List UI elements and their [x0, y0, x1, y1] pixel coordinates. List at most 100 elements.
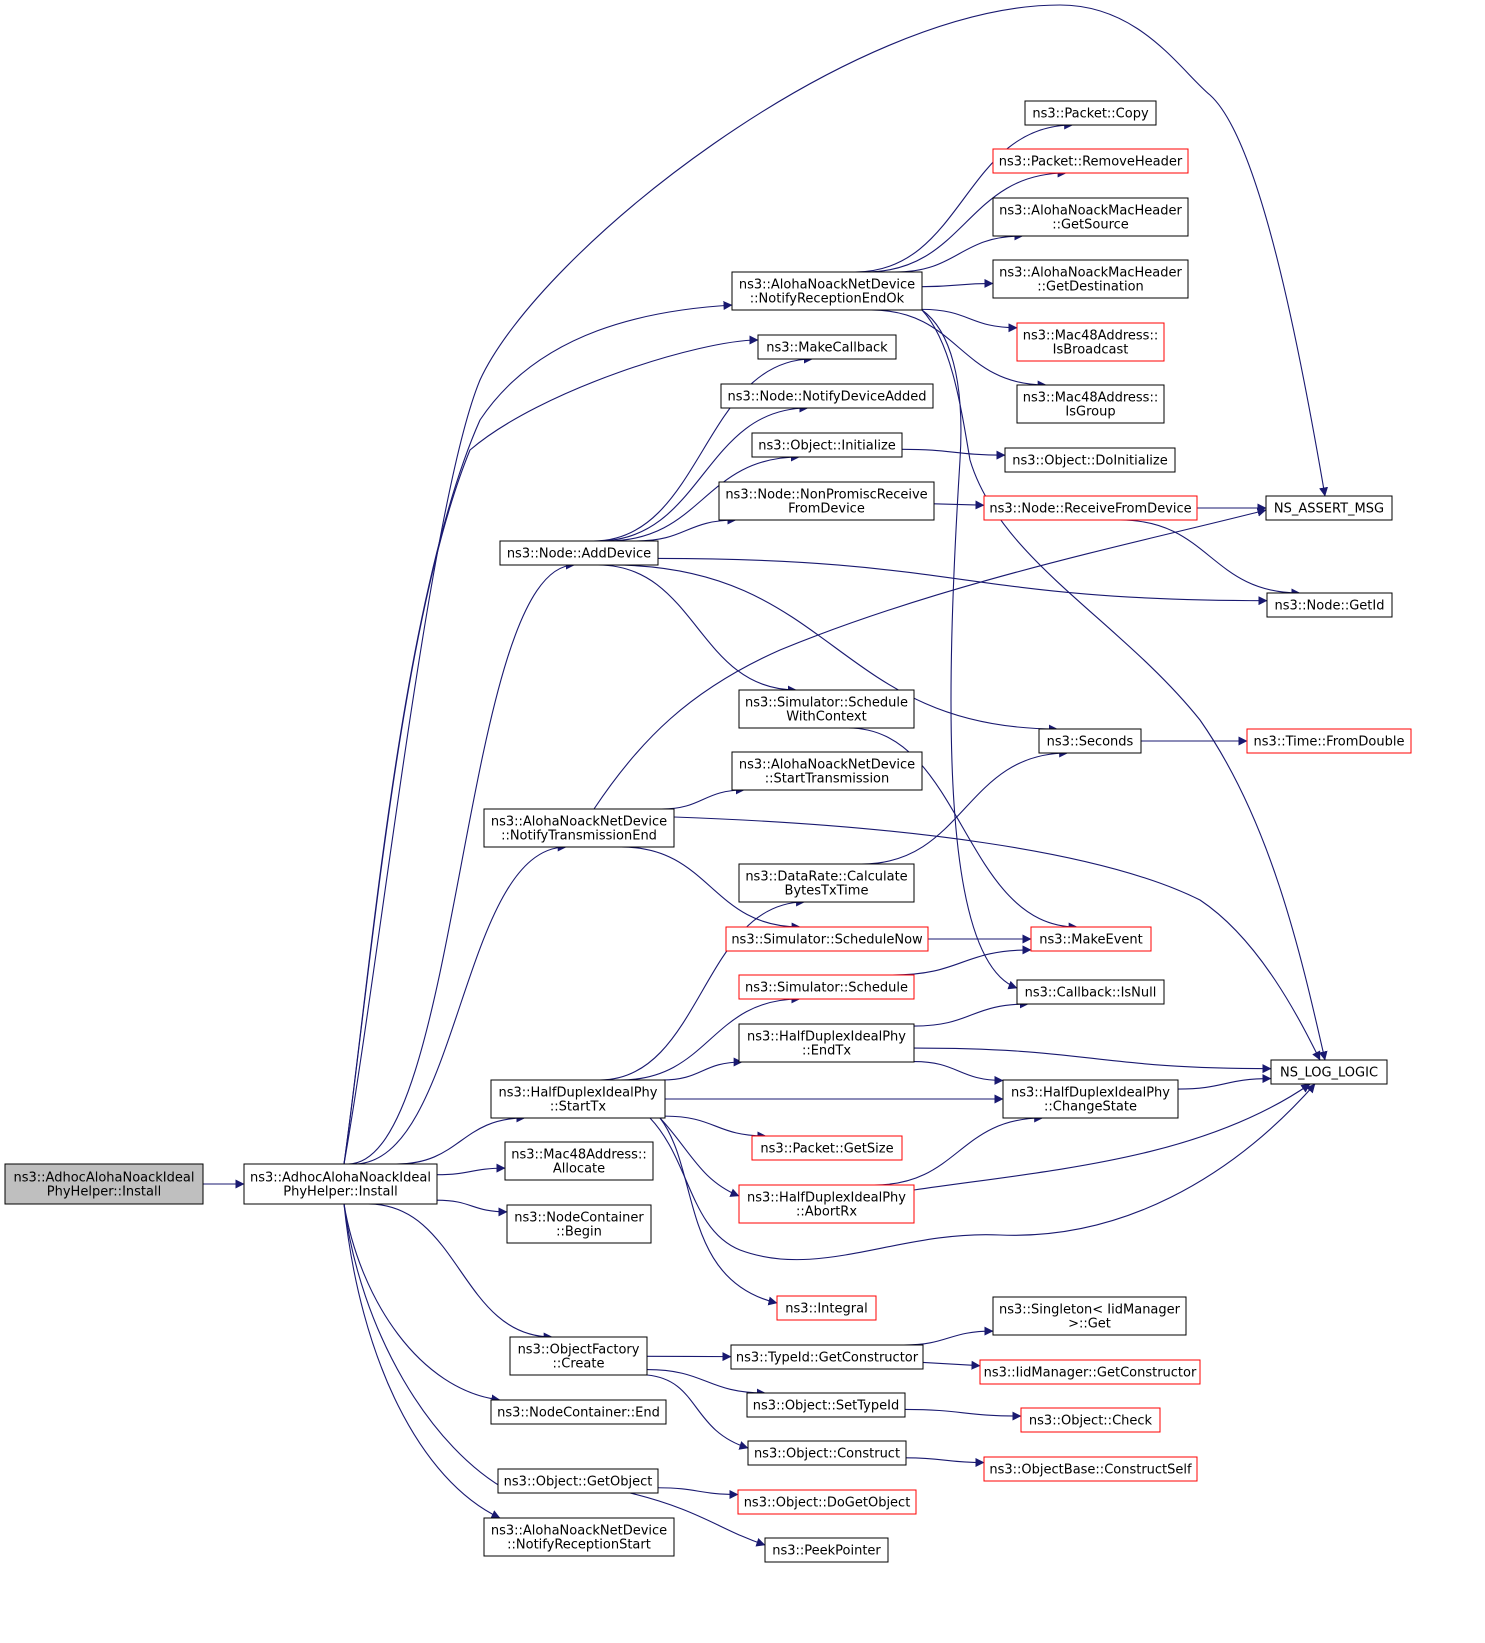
node-label-line: ns3::Node::NotifyDeviceAdded	[727, 390, 926, 405]
node-box	[4, 1163, 204, 1205]
node-hd-starttx[interactable]: ns3::HalfDuplexIdealPhy::StartTx	[490, 1079, 666, 1119]
node-node-receivefrom[interactable]: ns3::Node::ReceiveFromDevice	[983, 495, 1198, 521]
call-edge-node-adddevice-to-make-callback	[593, 354, 814, 542]
node-label-line: ns3::AlohaNoackNetDevice	[491, 815, 667, 830]
node-node-getid[interactable]: ns3::Node::GetId	[1266, 592, 1393, 618]
node-make-callback[interactable]: ns3::MakeCallback	[757, 334, 897, 360]
node-root[interactable]: ns3::AdhocAlohaNoackIdealPhyHelper::Inst…	[4, 1163, 204, 1205]
node-box	[747, 1440, 907, 1466]
node-notify-tx-end[interactable]: ns3::AlohaNoackNetDevice::NotifyTransmis…	[483, 808, 675, 848]
node-notify-rx-endok[interactable]: ns3::AlohaNoackNetDevice::NotifyReceptio…	[731, 271, 923, 311]
node-label-line: ::NotifyReceptionEndOk	[750, 292, 905, 307]
call-edge-node-adddevice-to-sim-schedule-ctx	[598, 564, 797, 695]
node-objfactory-create[interactable]: ns3::ObjectFactory::Create	[509, 1336, 648, 1376]
node-obj-construct[interactable]: ns3::Object::Construct	[747, 1440, 907, 1466]
node-sim-schedule[interactable]: ns3::Simulator::Schedule	[738, 974, 915, 1000]
call-edge-hd-abortrx-to-ns-log-logic	[913, 1083, 1311, 1191]
node-label-line: ns3::Mac48Address::	[1023, 391, 1158, 406]
node-label-line: BytesTxTime	[785, 884, 869, 899]
node-iidmgr-getctor[interactable]: ns3::IidManager::GetConstructor	[979, 1359, 1201, 1385]
node-box	[1265, 495, 1393, 521]
node-objbase-constructself[interactable]: ns3::ObjectBase::ConstructSelf	[983, 1456, 1198, 1482]
node-box	[751, 432, 903, 458]
node-ns-log-logic[interactable]: NS_LOG_LOGIC	[1270, 1059, 1388, 1085]
node-singleton-get[interactable]: ns3::Singleton< IidManager >::Get	[992, 1296, 1187, 1336]
node-mac-allocate[interactable]: ns3::Mac48Address::Allocate	[504, 1141, 654, 1181]
node-box	[983, 495, 1198, 521]
node-start-transmission[interactable]: ns3::AlohaNoackNetDevice::StartTransmiss…	[731, 751, 923, 791]
node-obj-settypeid[interactable]: ns3::Object::SetTypeId	[746, 1392, 906, 1418]
node-box	[718, 481, 935, 521]
node-box	[992, 259, 1189, 299]
node-peek-pointer[interactable]: ns3::PeekPointer	[764, 1537, 889, 1563]
node-label-line: ns3::PeekPointer	[772, 1544, 881, 1559]
call-edge-install-to-nc-begin	[436, 1199, 508, 1217]
node-nc-begin[interactable]: ns3::NodeContainer::Begin	[506, 1204, 652, 1244]
call-edge-install-to-mac-allocate	[436, 1163, 506, 1176]
node-label-line: ns3::Object::SetTypeId	[753, 1399, 899, 1414]
node-label-line: ns3::Node::NonPromiscReceive	[725, 488, 927, 503]
node-hd-changestate[interactable]: ns3::HalfDuplexIdealPhy::ChangeState	[1002, 1079, 1179, 1119]
call-edge-node-nonpromisc-to-node-receivefrom	[933, 500, 985, 510]
node-ns-assert-msg[interactable]: NS_ASSERT_MSG	[1265, 495, 1393, 521]
node-box	[720, 383, 934, 409]
node-is-group[interactable]: ns3::Mac48Address::IsGroup	[1016, 384, 1165, 424]
node-box	[979, 1359, 1201, 1385]
node-pkt-copy[interactable]: ns3::Packet::Copy	[1024, 100, 1157, 126]
call-edge-notify-rx-endok-to-is-broadcast	[921, 308, 1018, 333]
node-box	[725, 926, 929, 952]
node-hd-endtx[interactable]: ns3::HalfDuplexIdealPhy::EndTx	[738, 1023, 915, 1063]
call-edge-install-to-obj-getobject	[343, 1203, 513, 1494]
node-label-line: PhyHelper::Install	[47, 1185, 161, 1200]
call-edge-install-to-notify-rx-endok	[343, 301, 733, 1165]
node-mac-getdest[interactable]: ns3::AlohaNoackMacHeader::GetDestination	[992, 259, 1189, 299]
node-node-notify-added[interactable]: ns3::Node::NotifyDeviceAdded	[720, 383, 934, 409]
node-pkt-getsize[interactable]: ns3::Packet::GetSize	[751, 1135, 903, 1161]
node-label-line: ns3::Object::Check	[1029, 1414, 1153, 1429]
node-box	[764, 1537, 889, 1563]
call-edge-notify-rx-endok-to-mac-getdest	[921, 278, 994, 288]
call-edge-hd-endtx-to-callback-isnull	[913, 999, 1029, 1027]
node-notify-rx-start[interactable]: ns3::AlohaNoackNetDevice::NotifyReceptio…	[483, 1517, 675, 1557]
call-edge-typeid-getctor-to-singleton-get	[903, 1326, 994, 1346]
node-hd-abortrx[interactable]: ns3::HalfDuplexIdealPhy::AbortRx	[738, 1184, 915, 1224]
call-edge-install-to-notify-rx-start	[343, 1203, 501, 1519]
node-obj-dogetobject[interactable]: ns3::Object::DoGetObject	[737, 1489, 917, 1515]
node-node-adddevice[interactable]: ns3::Node::AddDevice	[499, 540, 659, 566]
call-edge-install-to-ns-assert-msg	[343, 4, 1328, 1165]
node-is-broadcast[interactable]: ns3::Mac48Address::IsBroadcast	[1016, 322, 1165, 362]
node-time-fromdouble[interactable]: ns3::Time::FromDouble	[1246, 728, 1412, 754]
node-integral[interactable]: ns3::Integral	[776, 1295, 877, 1321]
node-make-event[interactable]: ns3::MakeEvent	[1030, 926, 1152, 952]
call-edge-objfactory-create-to-obj-construct	[646, 1374, 749, 1450]
node-label-line: WithContext	[786, 710, 866, 725]
node-nc-end[interactable]: ns3::NodeContainer::End	[490, 1399, 667, 1425]
node-box	[1016, 322, 1165, 362]
node-obj-initialize[interactable]: ns3::Object::Initialize	[751, 432, 903, 458]
call-edge-hd-starttx-to-datarate-calc	[599, 897, 806, 1081]
node-obj-check[interactable]: ns3::Object::Check	[1020, 1407, 1161, 1433]
node-box	[509, 1336, 648, 1376]
node-box	[992, 148, 1189, 174]
node-box	[757, 334, 897, 360]
node-pkt-removeheader[interactable]: ns3::Packet::RemoveHeader	[992, 148, 1189, 174]
node-install[interactable]: ns3::AdhocAlohaNoackIdealPhyHelper::Inst…	[243, 1163, 438, 1205]
node-label-line: ns3::Simulator::ScheduleNow	[731, 933, 923, 948]
node-box	[731, 271, 923, 311]
node-seconds[interactable]: ns3::Seconds	[1038, 728, 1142, 754]
node-typeid-getctor[interactable]: ns3::TypeId::GetConstructor	[730, 1344, 924, 1370]
node-obj-getobject[interactable]: ns3::Object::GetObject	[497, 1468, 659, 1494]
node-sim-schedulenow[interactable]: ns3::Simulator::ScheduleNow	[725, 926, 929, 952]
call-edge-obj-getobject-to-peek-pointer	[629, 1492, 766, 1547]
call-edge-obj-getobject-to-obj-dogetobject	[657, 1487, 739, 1499]
node-label-line: ns3::Object::DoInitialize	[1012, 454, 1168, 469]
node-callback-isnull[interactable]: ns3::Callback::IsNull	[1016, 979, 1165, 1005]
node-label-line: ::NotifyReceptionStart	[507, 1538, 651, 1553]
node-mac-getsource[interactable]: ns3::AlohaNoackMacHeader::GetSource	[992, 197, 1189, 237]
node-obj-doinitialize[interactable]: ns3::Object::DoInitialize	[1004, 447, 1176, 473]
call-edge-notify-tx-end-to-sim-schedulenow	[621, 846, 801, 932]
